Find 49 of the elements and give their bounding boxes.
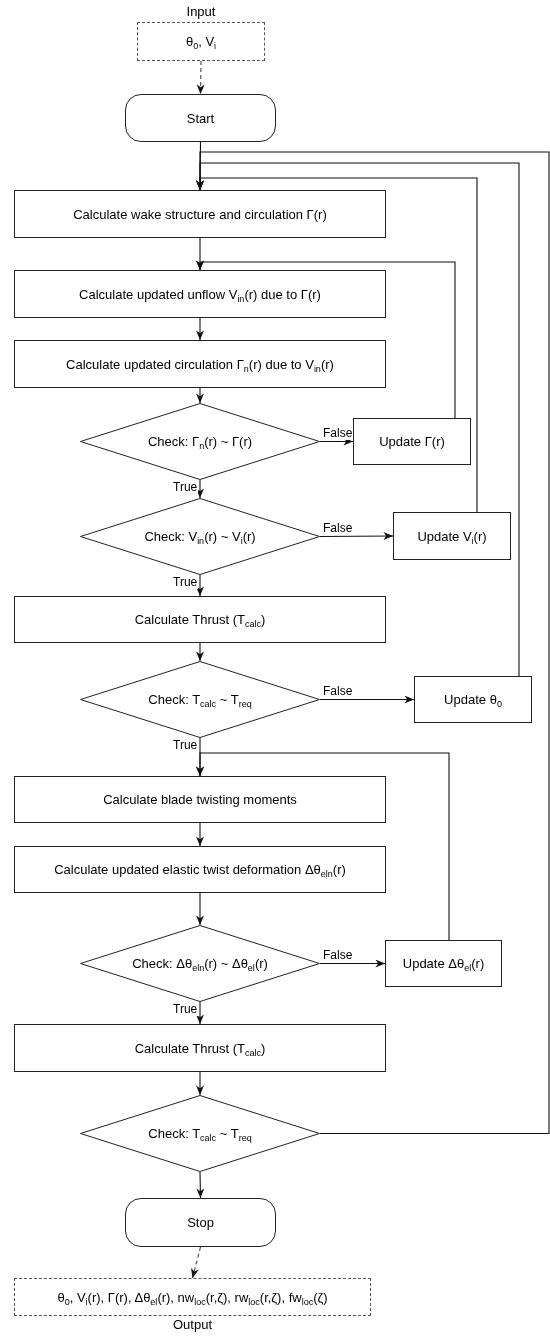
arrow — [196, 752, 450, 941]
arrow — [196, 1001, 204, 1025]
step-text: Calculate blade twisting moments — [103, 792, 297, 807]
step-text: Update Δθ$_{el}$(r) — [402, 956, 485, 971]
edge-label: False — [322, 426, 354, 440]
edge-label: True — [172, 576, 199, 589]
step-text: Check: T$_{calc}$ ~ T$_{req}$ — [148, 1126, 252, 1141]
step-text: Calculate wake structure and circulation Γ(r) — [73, 206, 327, 222]
arrow — [319, 959, 386, 968]
edge-label: False — [322, 521, 354, 535]
edge-label: True — [172, 739, 199, 752]
io-heading: Output — [173, 1317, 212, 1332]
step-text: θ$_{0}$, V$_{i}$ — [185, 34, 217, 49]
step-text: Update V$_{i}$(r) — [417, 528, 487, 544]
arrow — [191, 1246, 202, 1279]
step-text: Calculate updated unflow V$_{in}$(r) due to Γ(r) — [79, 286, 321, 302]
edge-label: True — [172, 1003, 199, 1016]
arrow — [196, 1071, 204, 1096]
arrow — [319, 695, 415, 704]
edge-label: True — [172, 481, 199, 494]
step-text: Calculate updated circulation Γ$_{n}$(r) due to V$_{in}$(r) — [66, 356, 334, 372]
step-text: Check: Γ$_{n}$(r) ~ Γ(r) — [147, 434, 253, 449]
step-text: Check: T$_{calc}$ ~ T$_{req}$ — [148, 692, 252, 707]
step-text: Check: Δθ$_{eln}$(r) ~ Δθ$_{el}$(r) — [132, 956, 268, 971]
arrow — [196, 387, 204, 404]
step-text: Start — [186, 110, 215, 126]
step-text: Update θ$_{0}$ — [444, 692, 502, 707]
step-text: Stop — [187, 1215, 214, 1230]
step-text: Calculate Thrust (T$_{calc}$) — [134, 1040, 266, 1056]
arrow — [196, 1171, 205, 1199]
arrow — [196, 60, 205, 95]
arrow — [196, 822, 204, 847]
arrow — [196, 151, 550, 1135]
step-text: Calculate updated elastic twist deformation Δθ$_{eln}$(r) — [54, 862, 346, 877]
step-text: Check: V$_{in}$(r) ~ V$_{i}$(r) — [144, 529, 256, 544]
arrow — [196, 642, 204, 662]
io-heading: Input — [186, 4, 216, 19]
arrow — [196, 317, 204, 341]
arrow — [196, 574, 204, 597]
arrow — [196, 260, 456, 419]
edge-label: False — [322, 684, 354, 698]
step-text: Calculate Thrust (T$_{calc}$) — [134, 612, 266, 627]
step-text: θ$_{0}$, V$_{i}$(r), Γ(r), Δθ$_{el}$(r), nw$_{loc}$(r,ζ), rw$_{loc}$(r,ζ), fw$_{loc}$(ζ) — [57, 1289, 328, 1305]
arrow — [196, 479, 204, 499]
arrow — [319, 437, 354, 446]
arrow — [319, 532, 394, 541]
step-text: Update Γ(r) — [379, 434, 445, 449]
arrow — [196, 892, 204, 926]
edge-label: False — [322, 948, 354, 962]
